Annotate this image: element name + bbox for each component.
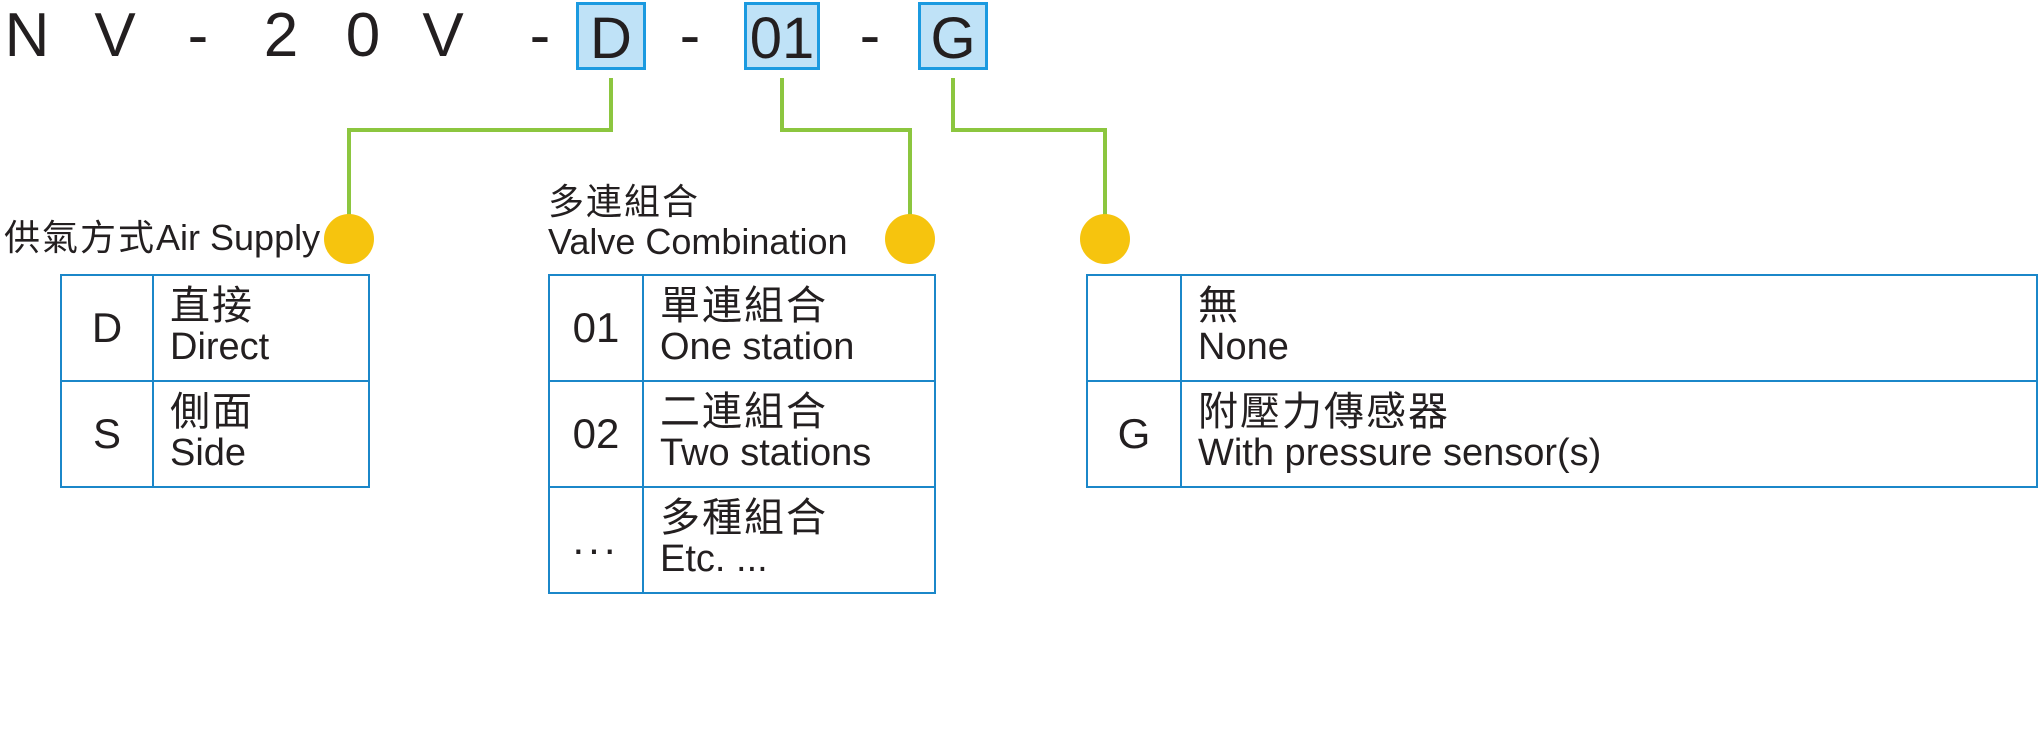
option-desc-air-supply-1: 側面 Side (152, 380, 370, 488)
table-row[interactable]: 無 None (1086, 274, 2038, 382)
code-char-10: - (859, 1, 881, 70)
options-table-air-supply: D 直接 Direct S 側面 Side (60, 274, 370, 488)
option-desc-cn: 直接 (170, 284, 254, 329)
leader-dot-valve-combination (885, 214, 935, 264)
option-desc-valve-combination-0: 單連組合 One station (642, 274, 936, 382)
group-label-air-supply-cn: 供氣方式 (4, 217, 157, 258)
option-code-valve-combination-1: 02 (548, 380, 644, 488)
option-code-valve-combination-0: 01 (548, 274, 644, 382)
options-table-valve-combination: 01 單連組合 One station 02 二連組合 Two stations… (548, 274, 936, 594)
option-desc-cn: 二連組合 (660, 390, 828, 435)
option-desc-pressure-sensor-1: 附壓力傳感器 With pressure sensor(s) (1180, 380, 2038, 488)
table-row[interactable]: D 直接 Direct (60, 274, 370, 382)
option-desc-pressure-sensor-0: 無 None (1180, 274, 2038, 382)
options-table-pressure-sensor: 無 None G 附壓力傳感器 With pressure sensor(s) (1086, 274, 2038, 488)
code-char-4: 0 (345, 1, 381, 70)
option-desc-cn: 多種組合 (660, 496, 828, 541)
table-row[interactable]: G 附壓力傳感器 With pressure sensor(s) (1086, 380, 2038, 488)
code-char-1: V (94, 1, 136, 70)
option-desc-en: Direct (170, 326, 270, 369)
option-desc-cn: 單連組合 (660, 284, 828, 329)
option-desc-air-supply-0: 直接 Direct (152, 274, 370, 382)
option-desc-en: With pressure sensor(s) (1198, 432, 1602, 475)
option-desc-valve-combination-2: 多種組合 Etc. ... (642, 486, 936, 594)
group-label-valve-combination-cn: 多連組合 (548, 181, 701, 222)
option-code-pressure-sensor-0 (1086, 274, 1182, 382)
leader-dot-air-supply (324, 214, 374, 264)
group-label-valve-combination: 多連組合 Valve Combination (548, 182, 848, 262)
option-desc-en: Side (170, 432, 247, 475)
code-char-6: - (529, 1, 551, 70)
option-desc-en: Two stations (660, 432, 872, 475)
group-label-air-supply-en: Air Supply (156, 217, 321, 258)
option-code-valve-combination-2: ... (548, 486, 644, 594)
group-label-valve-combination-en: Valve Combination (548, 221, 848, 262)
option-code-pressure-sensor-1: G (1086, 380, 1182, 488)
option-desc-en: One station (660, 326, 855, 369)
option-desc-cn: 無 (1198, 284, 1240, 329)
table-row[interactable]: 01 單連組合 One station (548, 274, 936, 382)
code-box-valve-combination[interactable]: 01 (744, 2, 820, 71)
option-desc-valve-combination-1: 二連組合 Two stations (642, 380, 936, 488)
code-char-8: - (679, 1, 701, 70)
table-row[interactable]: S 側面 Side (60, 380, 370, 488)
code-char-5: V (422, 1, 464, 70)
option-desc-en: Etc. ... (660, 538, 768, 581)
model-code-row: N V - 2 0 V - D - 01 - G (0, 0, 2040, 78)
code-box-pressure-sensor[interactable]: G (918, 2, 988, 71)
option-desc-cn: 附壓力傳感器 (1198, 390, 1450, 435)
group-label-air-supply: 供氣方式Air Supply (4, 218, 320, 258)
option-code-air-supply-1: S (60, 380, 154, 488)
leader-line-pressure-sensor (951, 78, 1107, 225)
table-row[interactable]: 02 二連組合 Two stations (548, 380, 936, 488)
code-char-0: N (4, 1, 50, 70)
code-char-3: 2 (263, 1, 299, 70)
table-row[interactable]: ... 多種組合 Etc. ... (548, 486, 936, 594)
option-desc-cn: 側面 (170, 390, 254, 435)
code-box-air-supply[interactable]: D (576, 2, 646, 71)
option-code-air-supply-0: D (60, 274, 154, 382)
option-desc-en: None (1198, 326, 1289, 369)
code-char-2: - (187, 1, 209, 70)
leader-dot-pressure-sensor (1080, 214, 1130, 264)
